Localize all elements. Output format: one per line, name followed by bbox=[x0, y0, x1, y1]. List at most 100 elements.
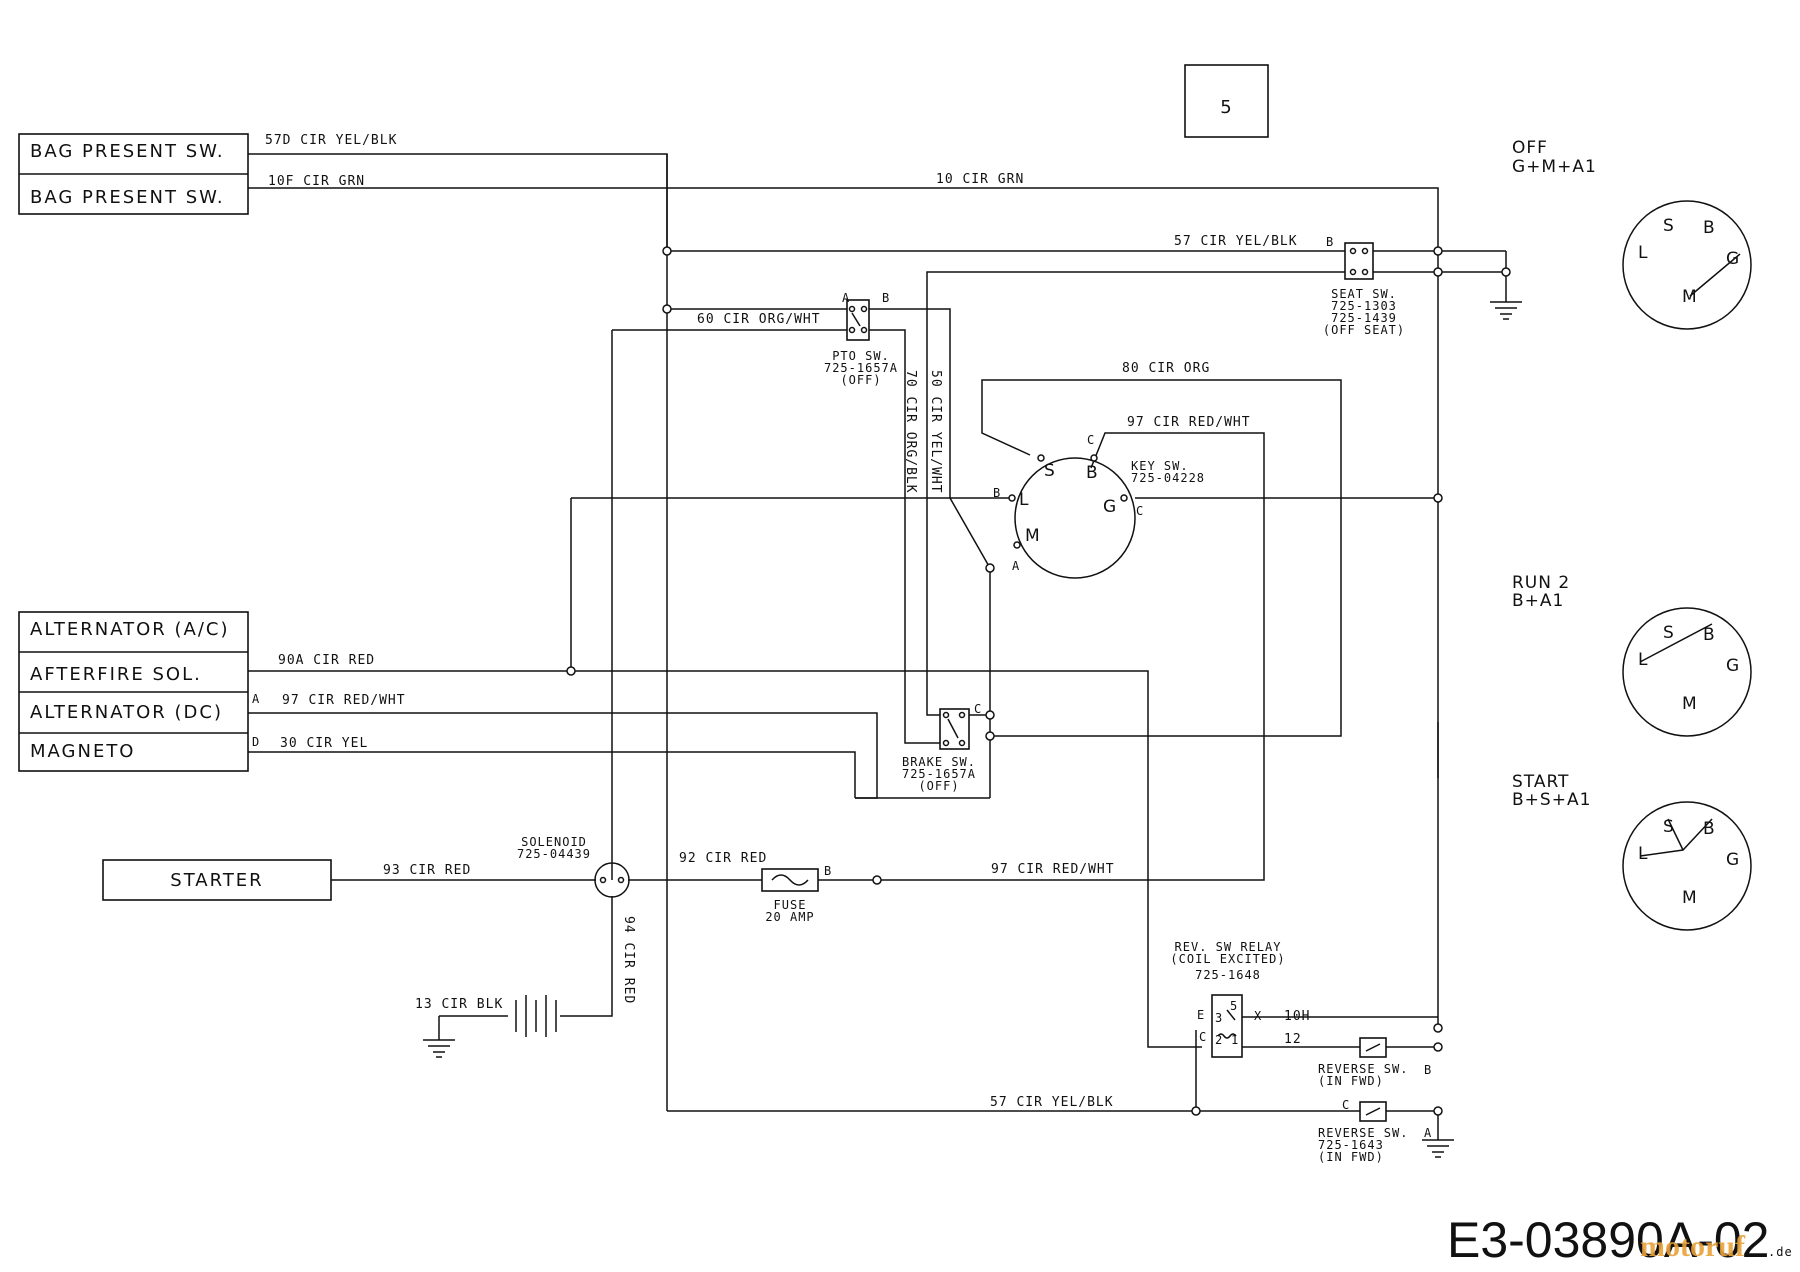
wire-label: 92 CIR RED bbox=[679, 851, 767, 866]
key-position-name: START bbox=[1512, 772, 1569, 792]
key-diagram-run-letters: S B L G M bbox=[1638, 623, 1740, 714]
starter-block: STARTER bbox=[102, 859, 332, 901]
wire-label: 50 CIR YEL/WHT bbox=[928, 370, 943, 494]
key-terminal-s: S bbox=[1044, 461, 1056, 481]
key-diagram-off-letters: S B L G M bbox=[1638, 216, 1740, 307]
alternator-dc-label: ALTERNATOR (DC) bbox=[30, 702, 223, 723]
brake-switch-part: 725-1657A bbox=[902, 767, 976, 781]
wire-label: 93 CIR RED bbox=[383, 863, 471, 878]
wire-label: 90A CIR RED bbox=[278, 653, 375, 668]
pto-switch bbox=[846, 299, 870, 341]
fuse-rating: 20 AMP bbox=[765, 910, 814, 924]
relay-label: REV. SW RELAY bbox=[1175, 940, 1282, 954]
terminal-label: A bbox=[1012, 559, 1020, 573]
watermark-suffix: .de bbox=[1768, 1245, 1793, 1259]
svg-text:S: S bbox=[1663, 623, 1675, 643]
wire-label: 94 CIR RED bbox=[621, 916, 636, 1004]
terminal-label: B bbox=[824, 864, 832, 878]
svg-text:B: B bbox=[1703, 625, 1716, 645]
drawing-code: E3-03890A-02 bbox=[1447, 1212, 1769, 1268]
key-position-name: RUN 2 bbox=[1512, 573, 1570, 593]
terminal-label: A bbox=[252, 692, 260, 706]
pto-switch-state: (OFF) bbox=[840, 373, 881, 387]
magneto-label: MAGNETO bbox=[30, 741, 135, 762]
svg-text:L: L bbox=[1638, 243, 1648, 263]
pto-switch-part: 725-1657A bbox=[824, 361, 898, 375]
wire-label: 30 CIR YEL bbox=[280, 736, 368, 751]
terminal-label: E bbox=[1197, 1008, 1205, 1022]
svg-text:M: M bbox=[1682, 287, 1698, 307]
svg-text:G: G bbox=[1726, 656, 1740, 676]
svg-text:G: G bbox=[1726, 249, 1740, 269]
key-switch bbox=[1008, 454, 1136, 579]
svg-text:L: L bbox=[1638, 650, 1648, 670]
terminal-label: B bbox=[1326, 235, 1334, 249]
bag-present-switch-label: BAG PRESENT SW. bbox=[30, 141, 225, 162]
wire-label: 57D CIR YEL/BLK bbox=[265, 133, 397, 148]
key-terminal-m: M bbox=[1025, 526, 1041, 546]
reverse-switch-a-part: 725-1643 bbox=[1318, 1138, 1384, 1152]
key-diagram-off bbox=[1622, 200, 1752, 330]
svg-text:M: M bbox=[1682, 694, 1698, 714]
watermark-logo: motoruf bbox=[1640, 1230, 1746, 1263]
svg-text:M: M bbox=[1682, 888, 1698, 908]
solenoid-label: SOLENOID bbox=[521, 835, 587, 849]
page-number: 5 bbox=[1220, 97, 1233, 118]
key-switch-part: 725-04228 bbox=[1131, 471, 1205, 485]
svg-text:B: B bbox=[1703, 218, 1716, 238]
seat-switch-state: (OFF SEAT) bbox=[1323, 323, 1405, 337]
brake-switch-label: BRAKE SW. bbox=[902, 755, 976, 769]
wire-label: 13 CIR BLK bbox=[415, 997, 503, 1012]
junction-dots bbox=[566, 246, 1511, 1116]
terminal-label: B bbox=[1424, 1063, 1432, 1077]
wire-label: 60 CIR ORG/WHT bbox=[697, 312, 821, 327]
key-switch-label: KEY SW. bbox=[1131, 459, 1189, 473]
pto-switch-label: PTO SW. bbox=[832, 349, 890, 363]
reverse-switch-b bbox=[1359, 1037, 1387, 1058]
wire-label: 97 CIR RED/WHT bbox=[1127, 415, 1251, 430]
solenoid-part: 725-04439 bbox=[517, 847, 591, 861]
key-position-name: OFF bbox=[1512, 138, 1548, 158]
reverse-switch-a bbox=[1359, 1101, 1387, 1122]
wire-label: 57 CIR YEL/BLK bbox=[1174, 234, 1298, 249]
svg-text:G: G bbox=[1726, 850, 1740, 870]
wire-label: 70 CIR ORG/BLK bbox=[903, 370, 918, 494]
svg-text:B: B bbox=[1703, 819, 1716, 839]
key-diagram-start-letters: S B L G M bbox=[1638, 817, 1740, 908]
terminal-label: B bbox=[993, 486, 1001, 500]
relay-part: 725-1648 bbox=[1195, 968, 1261, 982]
bag-present-switch-block: BAG PRESENT SW. BAG PRESENT SW. bbox=[18, 133, 249, 215]
seat-switch bbox=[1344, 242, 1374, 280]
terminal-label: A bbox=[842, 291, 850, 305]
seat-switch-label: SEAT SW. bbox=[1331, 287, 1397, 301]
terminal-label: A bbox=[1424, 1126, 1432, 1140]
solenoid bbox=[594, 862, 630, 898]
relay-pin: 3 bbox=[1215, 1011, 1223, 1025]
wire-label: 57 CIR YEL/BLK bbox=[990, 1095, 1114, 1110]
reverse-switch-a-state: (IN FWD) bbox=[1318, 1150, 1384, 1164]
seat-switch-part: 725-1303 bbox=[1331, 299, 1397, 313]
brake-switch-state: (OFF) bbox=[918, 779, 959, 793]
relay-pin: 2 bbox=[1215, 1033, 1223, 1047]
afterfire-solenoid-label: AFTERFIRE SOL. bbox=[30, 664, 202, 685]
svg-text:S: S bbox=[1663, 216, 1675, 236]
page-number-box bbox=[1184, 64, 1269, 138]
fuse bbox=[761, 868, 819, 892]
key-position-combo: B+A1 bbox=[1512, 591, 1564, 611]
key-diagram-start bbox=[1622, 801, 1752, 931]
key-diagram-run bbox=[1622, 607, 1752, 737]
key-position-combo: B+S+A1 bbox=[1512, 790, 1591, 810]
relay-pin: 5 bbox=[1230, 999, 1238, 1013]
starter-label: STARTER bbox=[170, 870, 263, 891]
wire-label: 80 CIR ORG bbox=[1122, 361, 1210, 376]
key-terminal-b: B bbox=[1086, 463, 1099, 483]
reverse-switch-b-label: REVERSE SW. bbox=[1318, 1062, 1408, 1076]
seat-switch-part: 725-1439 bbox=[1331, 311, 1397, 325]
terminal-label: C bbox=[1342, 1098, 1350, 1112]
wire-label: 97 CIR RED/WHT bbox=[991, 862, 1115, 877]
terminal-label: D bbox=[252, 735, 260, 749]
terminal-label: X bbox=[1254, 1009, 1262, 1023]
wire-label: 10 CIR GRN bbox=[936, 172, 1024, 187]
key-position-combo: G+M+A1 bbox=[1512, 157, 1597, 177]
